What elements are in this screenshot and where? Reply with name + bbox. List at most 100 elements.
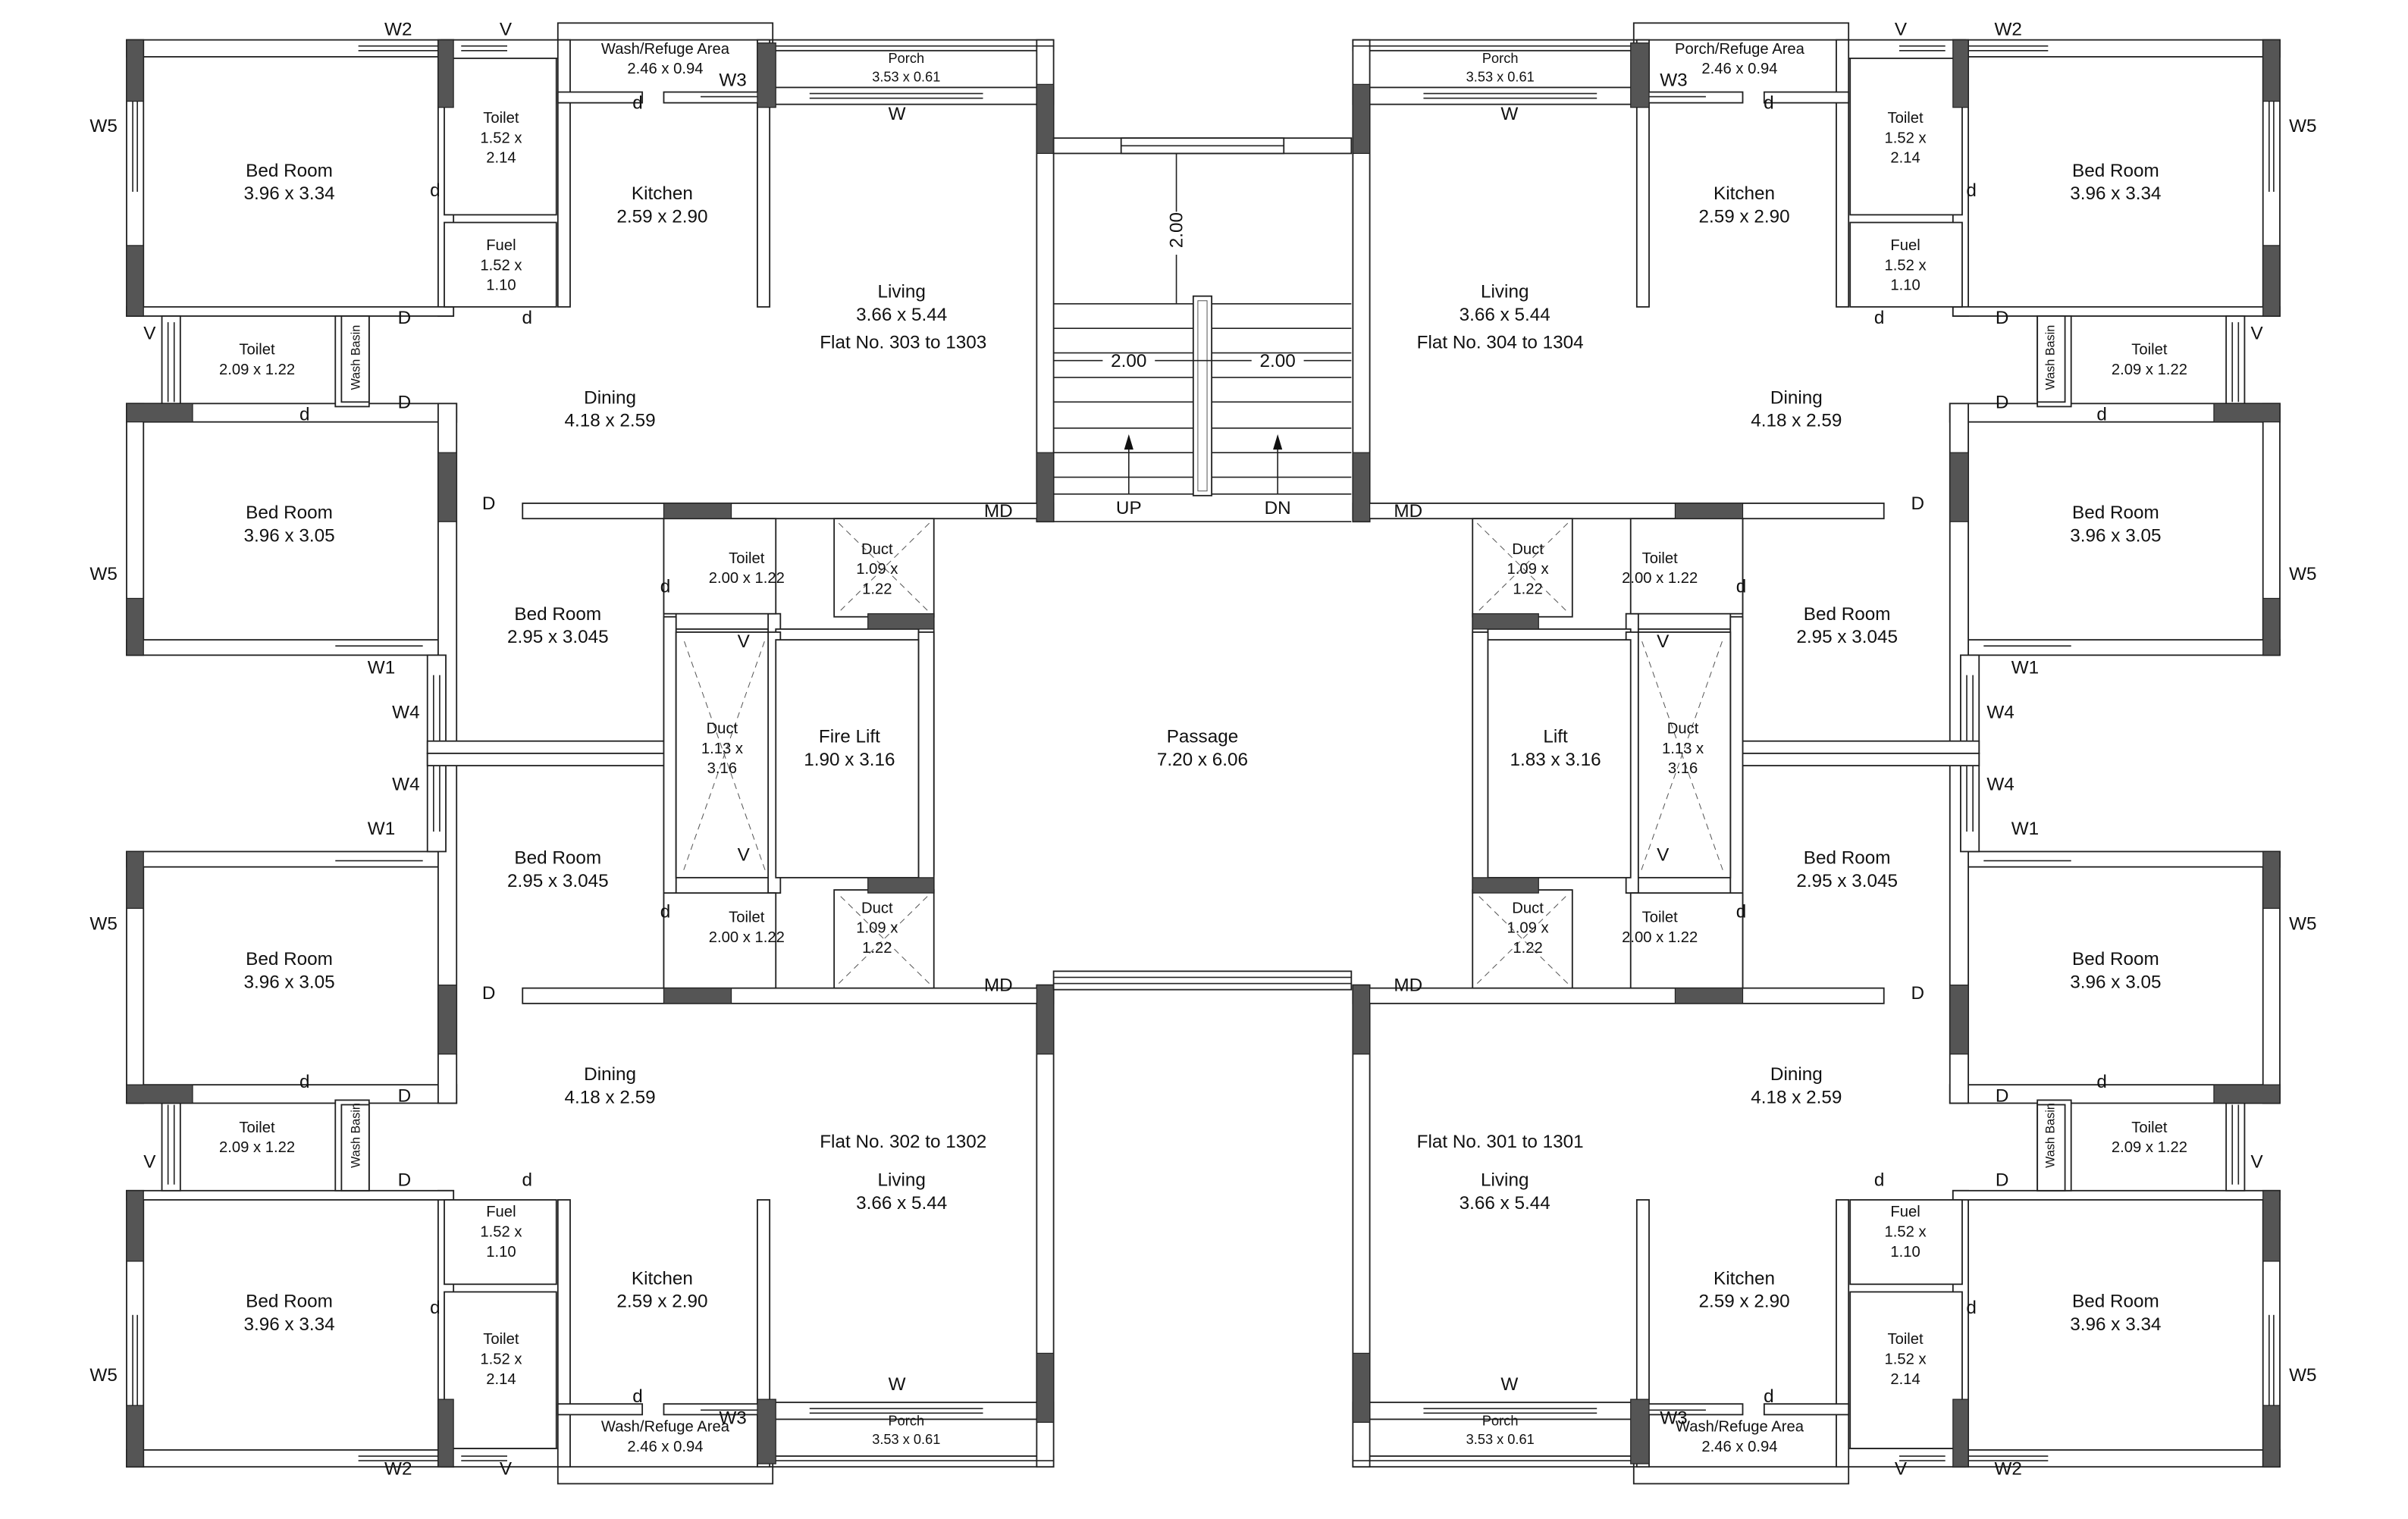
wall (1352, 39, 1635, 52)
room-size: 2.14 (1890, 1371, 1920, 1388)
opening-marker: W5 (89, 1365, 117, 1386)
room-name: Duct (861, 541, 893, 558)
wall (1763, 1403, 1850, 1416)
opening-marker: d (1874, 308, 1885, 328)
room-size: 2.46 x 0.94 (627, 1439, 703, 1455)
room-size: 1.52 x (1885, 257, 1927, 274)
wall (557, 1403, 644, 1416)
room-size: 3.96 x 3.05 (243, 526, 334, 547)
opening-marker: W5 (89, 116, 117, 136)
room-name: Living (1481, 282, 1529, 302)
opening-marker: D (1996, 1085, 2009, 1106)
stair-landing-dimension: 2.00 (1167, 212, 1187, 248)
opening-marker: W4 (1986, 774, 2014, 794)
column (1352, 984, 1371, 1055)
room-name: Toilet (1642, 910, 1679, 926)
column (437, 984, 457, 1055)
wall (1836, 1199, 1850, 1468)
room-name: Living (877, 1170, 925, 1191)
room-size: 7.20 x 6.06 (1157, 750, 1248, 770)
opening-marker: W (889, 104, 906, 124)
room-size: 1.13 x (701, 741, 743, 757)
opening-marker: d (430, 180, 441, 201)
column (1036, 984, 1055, 1055)
room-size: 1.52 x (480, 1224, 522, 1241)
room-size: 3.96 x 3.05 (2070, 526, 2161, 547)
room-name: Toilet (729, 550, 765, 567)
room-size: 3.96 x 3.34 (2070, 1314, 2161, 1335)
column (1630, 1398, 1650, 1464)
opening-marker: D (398, 392, 412, 412)
opening-marker: W1 (368, 658, 395, 678)
column (1352, 1352, 1371, 1423)
opening-marker: W5 (2289, 914, 2316, 935)
room-size: 2.09 x 1.22 (2112, 362, 2187, 378)
room-size: 1.83 x 3.16 (1510, 750, 1601, 770)
room-name: Kitchen (1714, 183, 1775, 204)
column (1949, 984, 1969, 1055)
opening-marker: W5 (89, 564, 117, 584)
room-size: 2.46 x 0.94 (1701, 61, 1777, 77)
column (1036, 1352, 1055, 1423)
room-outline (1849, 1291, 1963, 1449)
wall (1845, 39, 1966, 59)
opening-marker: D (398, 308, 412, 328)
wall (1960, 752, 1980, 853)
wall (426, 752, 447, 853)
wall (1352, 987, 1885, 1004)
opening-marker: D (1911, 983, 1924, 1004)
duct-cross-line (1641, 639, 1723, 870)
room-outline (1629, 518, 1744, 615)
room-outline (663, 892, 777, 989)
wall (2225, 315, 2246, 408)
room-size: 1.22 (862, 940, 892, 957)
opening-marker: W5 (2289, 116, 2316, 136)
column (1472, 613, 1539, 630)
room-size: 2.59 x 2.90 (1698, 207, 1789, 227)
room-size: 2.59 x 2.90 (1698, 1292, 1789, 1312)
opening-marker: W4 (1986, 702, 2014, 722)
room-size: 3.96 x 3.05 (2070, 972, 2161, 993)
duct-cross-line (683, 639, 766, 870)
room-size: 2.59 x 2.90 (616, 1292, 707, 1312)
room-size: 1.52 x (480, 1351, 522, 1368)
passage-bottom-opening (1052, 970, 1353, 991)
room-size: 1.10 (1890, 1244, 1920, 1261)
room-size: 2.46 x 0.94 (627, 61, 703, 77)
stair-up-label: UP (1116, 498, 1142, 518)
room-size: 3.96 x 3.34 (243, 183, 334, 204)
flat-geometry-bottom-left (126, 615, 1055, 1485)
room-name: Dining (584, 1064, 636, 1085)
column (1036, 452, 1055, 522)
room-size: 2.14 (486, 150, 516, 167)
room-size: 1.10 (1890, 277, 1920, 294)
wall (1352, 86, 1635, 105)
room-size: 3.66 x 5.44 (1460, 1193, 1550, 1214)
wall (1352, 503, 1885, 520)
opening-marker: W1 (2011, 658, 2039, 678)
room-name: Toilet (2131, 1120, 2168, 1136)
stair-flight-left-dimension: 2.00 (1111, 351, 1146, 371)
room-size: 1.52 x (480, 130, 522, 146)
